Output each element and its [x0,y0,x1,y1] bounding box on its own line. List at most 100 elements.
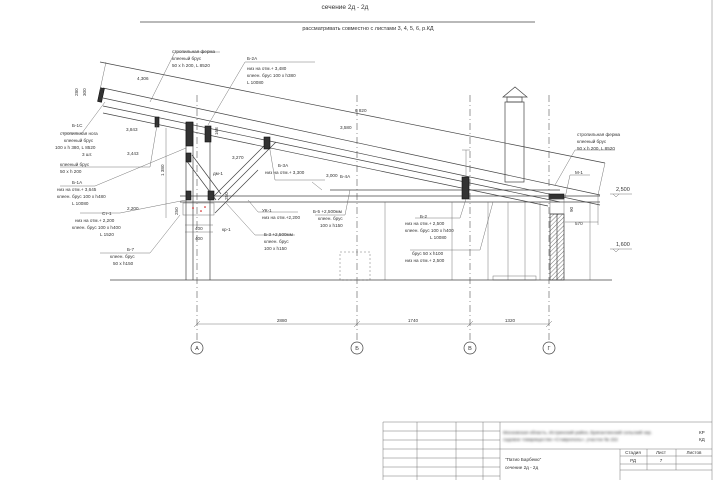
annotation-b1c: Б-1С стропильная нога клееный брус 100 x… [55,123,98,157]
svg-text:50 x h 200: 50 x h 200 [60,169,82,174]
roof-rafters [97,61,606,207]
horizontal-beams [180,189,600,203]
annotation-brus: брус 50 x h100 низ на отм.+ 2,500 [405,251,445,263]
svg-text:Б-2: Б-2 [420,214,428,219]
svg-text:клееный брус: клееный брус [64,137,94,143]
dim-roof-length: 6 820 [355,108,367,113]
level-marks: 4,306 3,843 3,443 3,580 3,270 3,000 2,20… [126,76,632,253]
annotation-b4a: Б-4А [340,174,351,179]
svg-text:клееный брус: клееный брус [60,161,90,167]
axis-v-label: В [468,346,472,352]
svg-text:клеен. брус 100 x h400: клеен. брус 100 x h400 [405,228,454,233]
svg-text:клеен. брус: клеен. брус [110,254,135,259]
svg-text:100 x h150: 100 x h150 [320,223,343,228]
svg-text:Б-3 +2,500мм: Б-3 +2,500мм [264,232,293,237]
svg-text:низ на отм.+ 2,200: низ на отм.+ 2,200 [75,218,115,223]
organization-text-2: садовое товарищество «Ставрополь», участ… [503,437,618,442]
svg-text:100 x h150: 100 x h150 [264,246,287,251]
svg-text:Б-7: Б-7 [127,247,135,252]
svg-text:Б-3А: Б-3А [278,163,289,168]
svg-text:стропильная ферма: стропильная ферма [172,49,216,54]
wall-panels [339,202,591,281]
svg-text:клеен. брус: клеен. брус [318,216,343,221]
stage-label: Стадия [625,450,641,455]
svg-text:Б-2А: Б-2А [247,56,258,61]
svg-text:L 10080: L 10080 [72,201,89,206]
right-wall [548,193,565,281]
stage-value: РД [630,458,637,463]
level-3270: 3,270 [232,155,244,160]
annotation-b3a: Б-3А низ на отм.+ 3,300 [265,163,305,175]
dim-h300: 300 [82,88,87,96]
annotation-truss-left: стропильная ферма клееный брус 50 x h 20… [172,49,216,68]
svg-text:Б-1С: Б-1С [72,123,83,128]
code-kd: КД [699,437,706,442]
code-kr: КР [699,430,705,435]
svg-text:Б-1А: Б-1А [72,180,83,185]
svg-text:L 10080: L 10080 [247,80,264,85]
annotation-b5: Б-5 +2,500мм клеен. брус 100 x h150 [313,209,343,228]
svg-text:50 x h 200, L 8520: 50 x h 200, L 8520 [577,146,615,151]
svg-text:клееный брус: клееный брус [172,55,202,61]
svg-text:стропильная нога: стропильная нога [60,131,98,136]
dim-span-ab: 2880 [277,318,288,323]
svg-text:низ на отм.+2,200: низ на отм.+2,200 [262,215,300,220]
dim-w400a: 400 [195,226,203,231]
svg-text:3 шт.: 3 шт. [82,152,93,157]
annotation-b1a: Б-1А низ на отм.+ 3,645 клеен. брус 100 … [57,180,106,206]
svg-text:низ на отм.+ 2,500: низ на отм.+ 2,500 [405,221,445,226]
level-3000: 3,000 [326,173,338,178]
title-block: Московская область, Истринский район, Бр… [382,421,712,480]
annotation-m1: М-1 [575,170,583,175]
grid-axes [193,95,553,340]
dim-h168: 168 [214,127,219,135]
dim-h90: 90 [569,206,574,212]
dim-h570: 570 [575,221,583,226]
annotation-dm1: дм-1 [213,171,223,176]
svg-text:низ на отм.+ 3,300: низ на отм.+ 3,300 [265,170,305,175]
sheet-number: 7 [660,458,663,463]
dim-h1380: 1 380 [160,164,165,176]
svg-text:L 10080: L 10080 [430,235,447,240]
drawing-title: сечение 2д - 2д [322,4,369,11]
annotation-glued: клееный брус 50 x h 200 [60,161,90,174]
svg-text:L 1520: L 1520 [100,232,114,237]
svg-text:клеен. брус: клеен. брус [264,239,289,244]
dim-w400b: 400 [195,236,203,241]
svg-text:клеен. брус 100 x h480: клеен. брус 100 x h480 [57,194,106,199]
sheet-label: Лист [656,450,667,455]
dim-span-bv: 1740 [408,318,419,323]
level-2200: 2,200 [127,206,139,211]
level-3443: 3,443 [127,151,139,156]
svg-text:брус 50 x h100: брус 50 x h100 [412,251,444,256]
axis-a-label: А [195,346,199,352]
dim-h250b: 250 [224,192,229,200]
svg-text:клеен. брус 100 x h380: клеен. брус 100 x h380 [247,73,296,78]
annotation-kp1: кр-1 [222,227,231,232]
svg-text:стропильная ферма: стропильная ферма [577,132,621,137]
annotation-b7: Б-7 клеен. брус 50 x h150 [110,247,135,266]
leader-lines [60,51,615,254]
svg-text:клеен. брус 100 x h400: клеен. брус 100 x h400 [72,225,121,230]
level-3580: 3,580 [340,125,352,130]
svg-text:низ на отм.+ 2,500: низ на отм.+ 2,500 [405,258,445,263]
axis-g-label: Г [548,346,551,352]
project-name: "Патио Барбекю" [505,457,542,462]
sheet-title: сечение 2д - 2д [505,465,538,470]
annotation-st1: Ст-1 низ на отм.+ 2,200 клеен. брус 100 … [72,211,121,237]
dim-span-vg: 1320 [505,318,516,323]
svg-text:Б-5 +2,500мм: Б-5 +2,500мм [313,209,342,214]
svg-text:100 x h 380, L 8520: 100 x h 380, L 8520 [55,145,96,150]
svg-text:низ на отм.+ 3,645: низ на отм.+ 3,645 [57,187,97,192]
svg-text:УК-1: УК-1 [262,208,272,213]
svg-text:50 x h150: 50 x h150 [113,261,134,266]
level-2500: 2,500 [616,187,630,193]
axis-markers: А Б В Г [190,341,556,355]
annotation-truss-right: стропильная ферма клееный брус 50 x h 20… [577,132,621,151]
level-1600: 1,600 [616,242,630,248]
organization-text: Московская область, Истринский район, Бр… [503,429,652,435]
dim-h280: 280 [74,88,79,96]
axis-b-label: Б [355,346,359,352]
svg-text:низ на отм.+ 3,480: низ на отм.+ 3,480 [247,66,287,71]
